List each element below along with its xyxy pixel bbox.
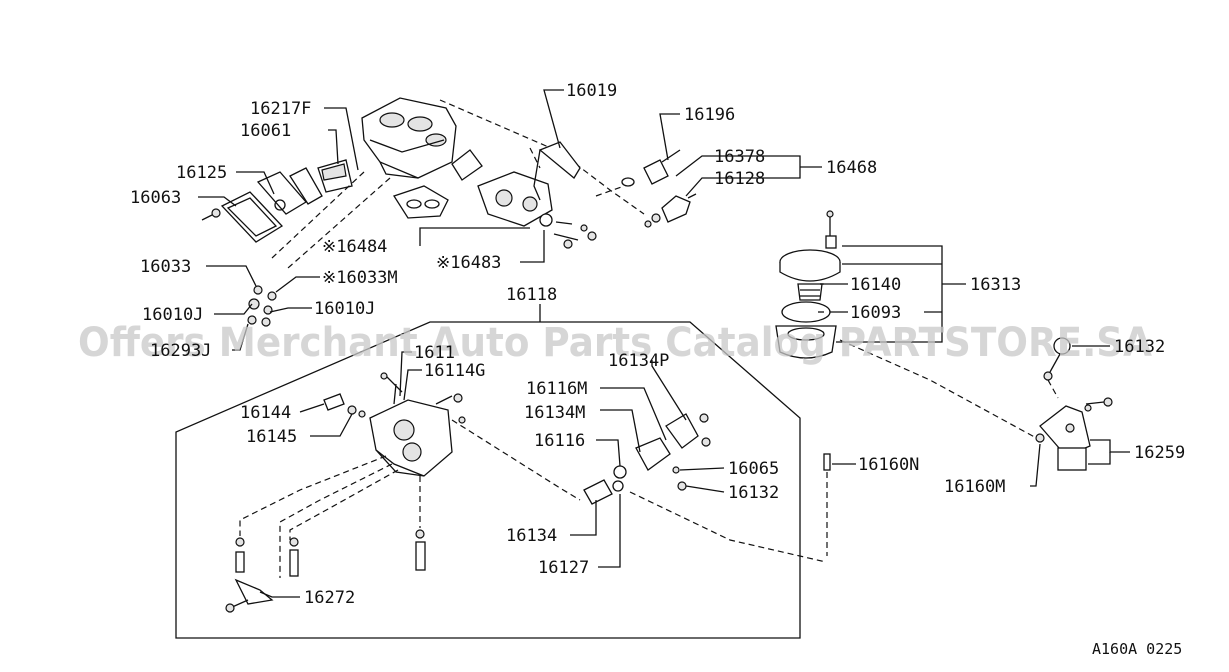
watermark: Offers Merchant Auto Parts Catalog PARTS… xyxy=(78,320,1152,366)
label-16483: ※16483 xyxy=(436,253,501,273)
label-16010J-left: 16010J xyxy=(142,305,203,325)
diagram-code: A160A 0225 xyxy=(1092,640,1182,658)
label-16217F: 16217F xyxy=(250,99,311,119)
label-16093: 16093 xyxy=(850,303,901,323)
label-16065: 16065 xyxy=(728,459,779,479)
carburetor-body xyxy=(369,372,453,477)
gasket-plates xyxy=(220,159,353,243)
label-16010J-right: 16010J xyxy=(314,299,375,319)
solenoid-16019 xyxy=(533,141,581,201)
label-16033M: ※16033M xyxy=(322,268,398,288)
bottom-bolts xyxy=(225,529,426,613)
part-labels: 16217F 16061 16125 16063 16033 ※16033M 1… xyxy=(130,81,1185,608)
label-16063: 16063 xyxy=(130,188,181,208)
bracket-16128 xyxy=(644,193,697,228)
dashpot-assembly xyxy=(775,210,841,359)
label-16061: 16061 xyxy=(240,121,291,141)
label-16484: ※16484 xyxy=(322,237,387,257)
label-16140: 16140 xyxy=(850,275,901,295)
label-16160M: 16160M xyxy=(944,477,1005,497)
bracket-16259 xyxy=(1035,397,1113,471)
valve-16132-top xyxy=(1043,337,1071,381)
sensor-16196 xyxy=(621,149,681,187)
label-16272: 16272 xyxy=(304,588,355,608)
label-16134: 16134 xyxy=(506,526,557,546)
label-16134P: 16134P xyxy=(608,351,669,371)
linkage-parts xyxy=(583,413,711,505)
label-16293J: 16293J xyxy=(150,341,211,361)
label-16196: 16196 xyxy=(684,105,735,125)
screw-16063 xyxy=(201,208,221,221)
label-16144: 16144 xyxy=(240,403,291,423)
flange-gaskets xyxy=(393,149,483,219)
label-16132-top: 16132 xyxy=(1114,337,1165,357)
label-16134M: 16134M xyxy=(524,403,585,423)
label-16313: 16313 xyxy=(970,275,1021,295)
label-16125: 16125 xyxy=(176,163,227,183)
label-16116: 16116 xyxy=(534,431,585,451)
label-16160N: 16160N xyxy=(858,455,919,475)
label-16127: 16127 xyxy=(538,558,589,578)
adjust-screws xyxy=(323,393,466,424)
label-16118: 16118 xyxy=(506,285,557,305)
rod-16160N xyxy=(823,453,831,556)
label-16132: 16132 xyxy=(728,483,779,503)
label-16019: 16019 xyxy=(566,81,617,101)
carburetor-inset-box xyxy=(175,321,801,639)
label-16114: 1611 xyxy=(414,343,455,363)
label-16128: 16128 xyxy=(714,169,765,189)
label-16145: 16145 xyxy=(246,427,297,447)
throttle-chamber xyxy=(477,171,597,249)
label-16114G: 16114G xyxy=(424,361,485,381)
jet-washers xyxy=(247,285,277,327)
label-16116M: 16116M xyxy=(526,379,587,399)
label-16259: 16259 xyxy=(1134,443,1185,463)
label-16378: 16378 xyxy=(714,147,765,167)
label-16468: 16468 xyxy=(826,158,877,178)
leader-lines xyxy=(198,89,1130,598)
throttle-body-assembly xyxy=(361,97,457,179)
label-16033: 16033 xyxy=(140,257,191,277)
